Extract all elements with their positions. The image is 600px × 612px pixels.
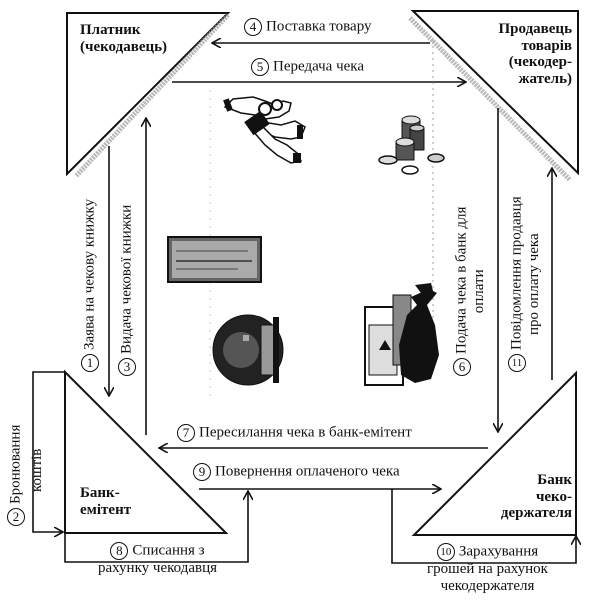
step-11-text-line2: про оплату чека — [526, 233, 542, 335]
seller-label-line4: жатель) — [518, 70, 572, 87]
arrow-step-2 — [32, 371, 66, 532]
step-8-text-line2: рахунку чекодавця — [97, 560, 218, 576]
step-4-number: 4 — [244, 18, 262, 36]
seller-label-line1: Продавець — [498, 21, 573, 37]
step-3-number: 3 — [118, 358, 136, 376]
step-11-number: 11 — [508, 354, 526, 372]
seller-node-shape — [410, 10, 579, 176]
step-5-text: Передача чека — [273, 58, 365, 75]
step-11-label: 11 Повідомлення продавця про оплату чека — [508, 196, 543, 372]
step-2-text-line2: коштів — [29, 448, 45, 492]
step-6-text-line1: Подача чека в банк для — [453, 206, 470, 354]
arrow-step-8 — [64, 491, 248, 563]
step-1-text: Заява на чекову книжку — [81, 198, 98, 350]
payer-label-line2: (чекодавець) — [80, 38, 168, 55]
step-10-number: 10 — [436, 543, 455, 561]
holder-bank-label-line3: держателя — [500, 505, 572, 521]
payer-node-shape — [66, 12, 231, 177]
seller-label-line2: товарів — [521, 37, 572, 54]
issuer-bank-label-line1: Банк- — [80, 485, 120, 501]
step-6-label: 6 Подача чека в банк для оплати — [453, 207, 488, 376]
step-10-text-line2: грошей на рахунок — [427, 561, 548, 577]
holder-bank-label-line2: чеко- — [535, 488, 572, 505]
step-2-text-line1: Бронювання — [7, 424, 24, 504]
payer-label-line1: Платник — [80, 22, 141, 38]
vault-door-icon — [212, 314, 284, 386]
step-2-number: 2 — [7, 508, 25, 526]
holder-bank-label: Банк чеко- держателя — [480, 472, 572, 522]
step-7-number: 7 — [177, 424, 195, 442]
step-9-number: 9 — [193, 463, 211, 481]
step-2-label: 2 Бронювання коштів — [7, 425, 46, 526]
safe-money-bag-icon — [364, 283, 439, 386]
step-4-text: Поставка товару — [266, 18, 372, 35]
step-3-label: 3 Видача чекової книжки — [118, 205, 136, 376]
holder-bank-node-shape — [411, 370, 577, 536]
step-8-number: 8 — [110, 542, 129, 560]
step-8-text-line1: Списання з — [132, 542, 205, 559]
issuer-bank-label-line2: емітент — [80, 501, 132, 518]
step-1-number: 1 — [81, 354, 99, 372]
step-10-text-line1: Зарахування — [458, 543, 539, 560]
coin-stack-icon — [378, 115, 445, 175]
step-7-text: Пересилання чека в банк-емітент — [199, 424, 412, 441]
step-10-text-line3: чекодержателя — [440, 577, 535, 594]
step-9-text: Повернення оплаченого чека — [215, 463, 400, 480]
handshake-exchange-icon — [223, 96, 306, 164]
payer-label: Платник (чекодавець) — [80, 22, 167, 55]
step-6-text-line2: оплати — [471, 269, 487, 314]
issuer-bank-node-shape — [64, 369, 229, 534]
step-6-number: 6 — [453, 358, 471, 376]
seller-label-line3: (чекодер- — [508, 54, 572, 70]
seller-label: Продавець товарів (чекодер- жатель) — [470, 21, 573, 87]
issuer-bank-label: Банк- емітент — [80, 485, 131, 518]
bank-check-icon — [167, 236, 262, 283]
step-5-number: 5 — [251, 58, 269, 76]
step-3-text: Видача чекової книжки — [118, 204, 135, 354]
step-11-text-line1: Повідомлення продавця — [508, 196, 525, 350]
arrow-step-10 — [391, 489, 576, 564]
step-1-label: 1 Заява на чекову книжку — [81, 199, 99, 372]
holder-bank-label-line1: Банк — [537, 472, 572, 488]
